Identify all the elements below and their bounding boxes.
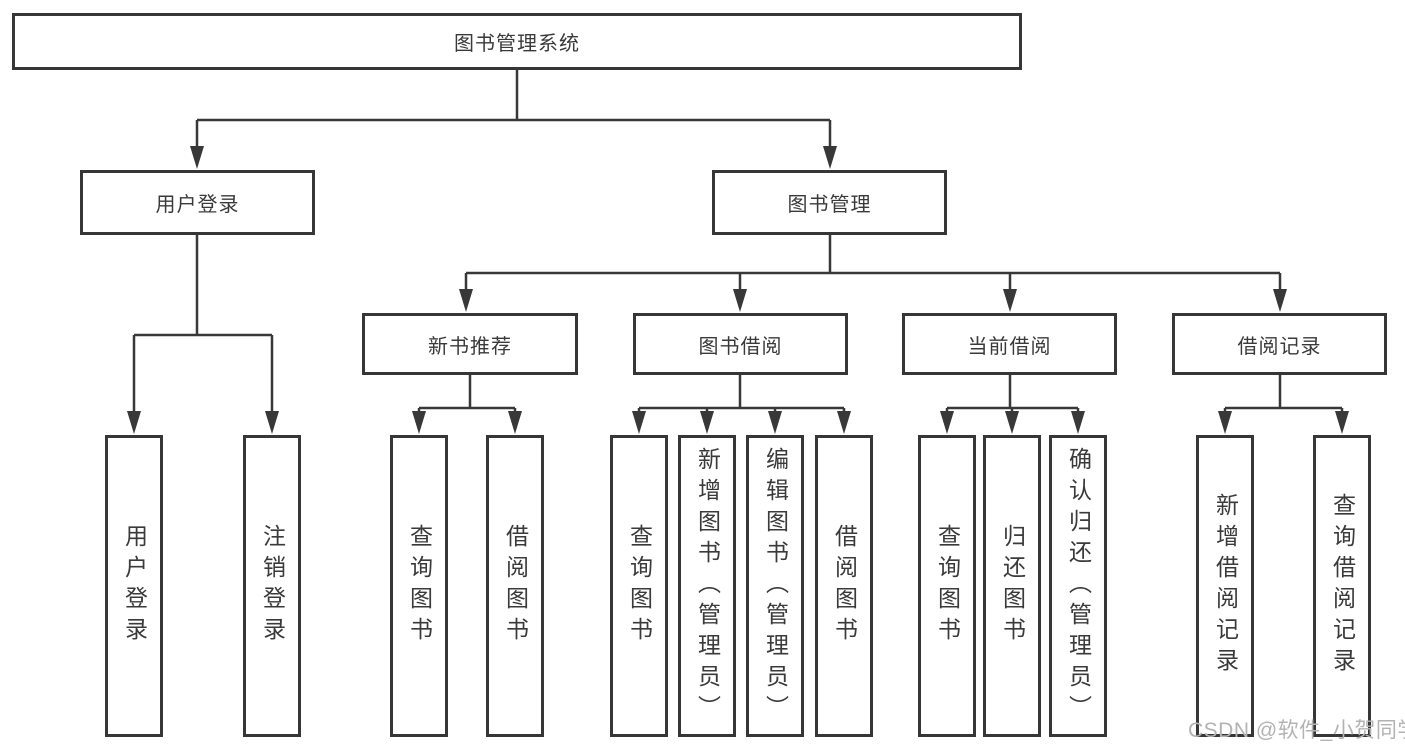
leaf-edit-book-admin: 编辑图书（管理员） <box>746 435 804 737</box>
leaf-label: 注销登录 <box>259 524 286 648</box>
node-library-management-system: 图书管理系统 <box>12 13 1022 70</box>
node-user-login: 用户登录 <box>80 170 315 235</box>
leaf-label: 借阅图书 <box>502 524 529 648</box>
node-label: 借阅记录 <box>1237 335 1322 358</box>
leaf-query-borrow-record: 查询借阅记录 <box>1313 435 1371 737</box>
leaf-query-books-recommend: 查询图书 <box>390 435 448 737</box>
node-label: 图书借阅 <box>698 335 783 358</box>
leaf-query-books-current: 查询图书 <box>918 435 976 737</box>
leaf-add-book-admin: 新增图书（管理员） <box>678 435 736 737</box>
node-new-book-recommendation: 新书推荐 <box>362 313 578 375</box>
leaf-label: 归还图书 <box>999 524 1026 648</box>
node-label: 新书推荐 <box>428 335 512 358</box>
node-label: 用户登录 <box>155 194 240 216</box>
leaf-logout: 注销登录 <box>243 435 301 737</box>
leaf-label: 查询图书 <box>406 524 433 648</box>
leaf-label: 用户登录 <box>121 524 148 648</box>
leaf-label: 查询图书 <box>626 524 653 648</box>
node-current-borrowing: 当前借阅 <box>902 313 1117 375</box>
leaf-borrow-books-recommend: 借阅图书 <box>486 435 544 737</box>
node-label: 图书管理 <box>787 194 872 216</box>
leaf-label: 新增借阅记录 <box>1212 493 1239 679</box>
leaf-return-books: 归还图书 <box>983 435 1041 737</box>
leaf-user-login: 用户登录 <box>105 435 163 737</box>
node-book-management: 图书管理 <box>712 170 947 235</box>
leaf-label: 编辑图书（管理员） <box>762 446 789 726</box>
leaf-confirm-return-admin: 确认归还（管理员） <box>1049 435 1107 737</box>
leaf-query-books-borrow: 查询图书 <box>610 435 668 737</box>
arrowheads <box>127 146 1349 434</box>
watermark: CSDN @软件_小贺同学 <box>1188 719 1405 742</box>
node-borrowing-records: 借阅记录 <box>1172 313 1387 375</box>
leaf-label: 确认归还（管理员） <box>1065 446 1092 726</box>
leaf-label: 查询图书 <box>934 524 961 648</box>
leaf-label: 新增图书（管理员） <box>694 446 721 726</box>
node-label: 图书管理系统 <box>454 33 580 55</box>
leaf-add-borrow-record: 新增借阅记录 <box>1196 435 1254 737</box>
leaf-label: 借阅图书 <box>831 524 858 648</box>
node-book-borrowing: 图书借阅 <box>633 313 848 375</box>
leaf-borrow-books: 借阅图书 <box>815 435 873 737</box>
node-label: 当前借阅 <box>967 335 1052 358</box>
leaf-label: 查询借阅记录 <box>1329 493 1356 679</box>
